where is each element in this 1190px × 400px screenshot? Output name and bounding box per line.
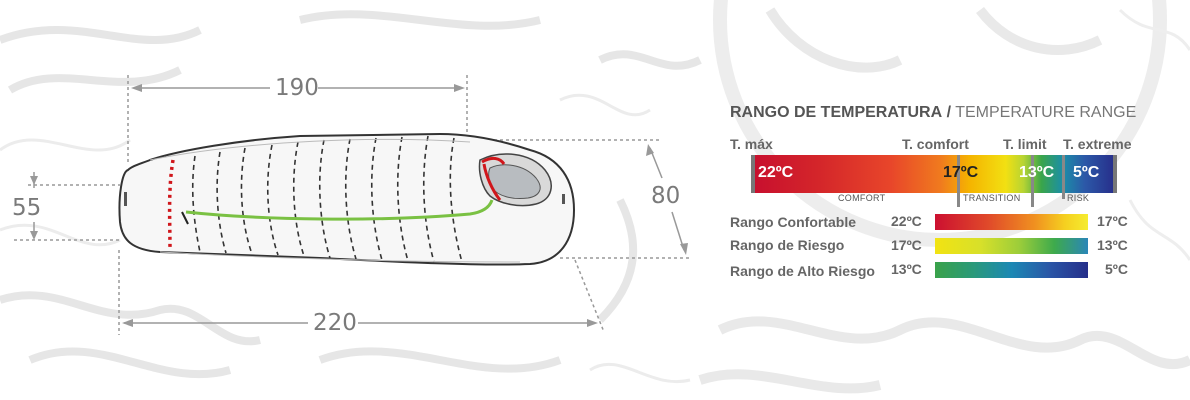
temperature-gradient-bar (751, 155, 1117, 193)
bar-value-tmax: 22ºC (758, 164, 794, 181)
bar-value-tlimit: 13ºC (1019, 164, 1055, 181)
title-separator: / (946, 104, 952, 121)
range-start-high-risk: 13ºC (891, 261, 922, 277)
tick-comfort (957, 155, 960, 207)
header-textreme: T. extreme (1063, 136, 1132, 152)
tick-limit (1031, 155, 1034, 207)
dimension-length-total: 220 (313, 310, 357, 336)
dimension-length-top: 190 (275, 75, 319, 101)
sleeping-bag-diagram (14, 75, 690, 335)
range-bar-comfort (935, 214, 1088, 230)
range-bar-high-risk (935, 262, 1088, 278)
bar-value-tcomfort: 17ºC (943, 164, 979, 181)
range-end-high-risk: 5ºC (1105, 261, 1129, 277)
range-label-high-risk: Rango de Alto Riesgo (730, 263, 875, 279)
range-label-risk: Rango de Riesgo (730, 237, 845, 253)
dimension-foot-height: 55 (12, 195, 42, 221)
range-start-comfort: 22ºC (891, 213, 922, 229)
header-tlimit: T. limit (1003, 136, 1047, 152)
range-start-risk: 17ºC (891, 237, 922, 253)
dimension-head-height: 80 (651, 183, 681, 209)
header-tmax: T. máx (730, 136, 773, 152)
range-bar-risk (935, 238, 1088, 254)
temperature-title: RANGO DE TEMPERATURA / TEMPERATURE RANGE (730, 105, 1136, 121)
zone-risk: RISK (1067, 193, 1090, 203)
range-end-risk: 13ºC (1097, 237, 1128, 253)
range-end-comfort: 17ºC (1097, 213, 1128, 229)
bar-value-textreme: 5ºC (1073, 164, 1100, 181)
temperature-title-es: RANGO DE TEMPERATURA (730, 104, 943, 121)
header-tcomfort: T. comfort (902, 136, 969, 152)
zone-comfort: COMFORT (838, 193, 886, 203)
temperature-title-en: TEMPERATURE RANGE (955, 104, 1137, 121)
tick-extreme (1062, 155, 1065, 199)
zone-transition: TRANSITION (963, 193, 1021, 203)
range-label-comfort: Rango Confortable (730, 214, 856, 230)
